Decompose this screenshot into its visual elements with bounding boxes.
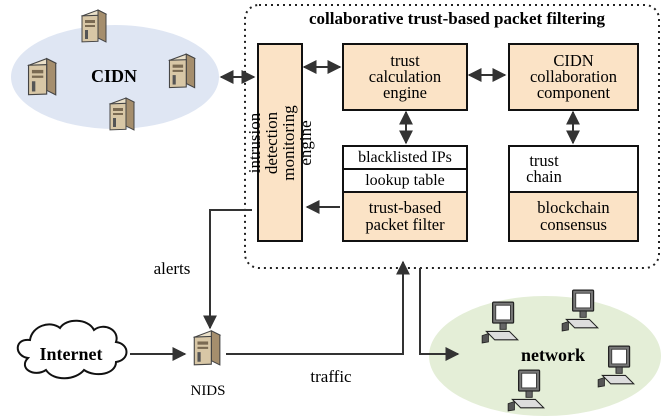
collaboration-box: CIDN collaboration component: [508, 43, 639, 111]
cidn-server-icon: [81, 9, 107, 43]
cidn-cloud: [11, 25, 219, 129]
trust-chain-label: trust chain: [526, 150, 562, 186]
nids-server-icon: [193, 330, 221, 366]
alerts-label: alerts: [153, 259, 191, 278]
consensus-box: blockchain consensus: [508, 191, 639, 242]
packet-filter-box: trust-based packet filter: [342, 191, 468, 242]
cidn-label: CIDN: [90, 66, 137, 86]
cidn-server-icon: [109, 97, 135, 131]
internet-cloud: [16, 319, 128, 380]
alerts-arrow: [203, 209, 252, 330]
internet-label: Internet: [39, 344, 103, 364]
nids-label: NIDS: [190, 383, 226, 399]
trust-calculation-box: trust calculation engine: [342, 43, 468, 111]
consensus-label: blockchain consensus: [537, 198, 610, 234]
cidn-server-icon: [27, 58, 57, 96]
filtering-frame: [244, 4, 660, 269]
monitoring-engine-text: intrusion detection monitoring engine: [245, 104, 316, 181]
blacklisted-ips-label: blacklisted IPs: [358, 148, 452, 166]
lookup-table-label: lookup table: [365, 171, 445, 189]
traffic-label: traffic: [310, 367, 352, 386]
traffic-arrow: [226, 260, 410, 355]
blacklisted-ips-box: blacklisted IPs: [342, 145, 468, 170]
lookup-table-box: lookup table: [342, 168, 468, 193]
trust-chain-box: trust chain: [508, 145, 639, 193]
network-label: network: [521, 345, 585, 365]
packet-filter-label: trust-based packet filter: [365, 198, 445, 234]
frame-network-arrow: [419, 268, 460, 361]
cidn-server-icon: [168, 53, 196, 89]
collaboration-label: CIDN collaboration component: [529, 50, 618, 103]
monitoring-engine-box: intrusion detection monitoring engine: [245, 43, 315, 242]
trust-calculation-label: trust calculation engine: [368, 50, 442, 103]
frame-title: collaborative trust-based packet filteri…: [308, 9, 606, 28]
monitoring-engine-label: intrusion detection monitoring engine: [245, 104, 316, 181]
